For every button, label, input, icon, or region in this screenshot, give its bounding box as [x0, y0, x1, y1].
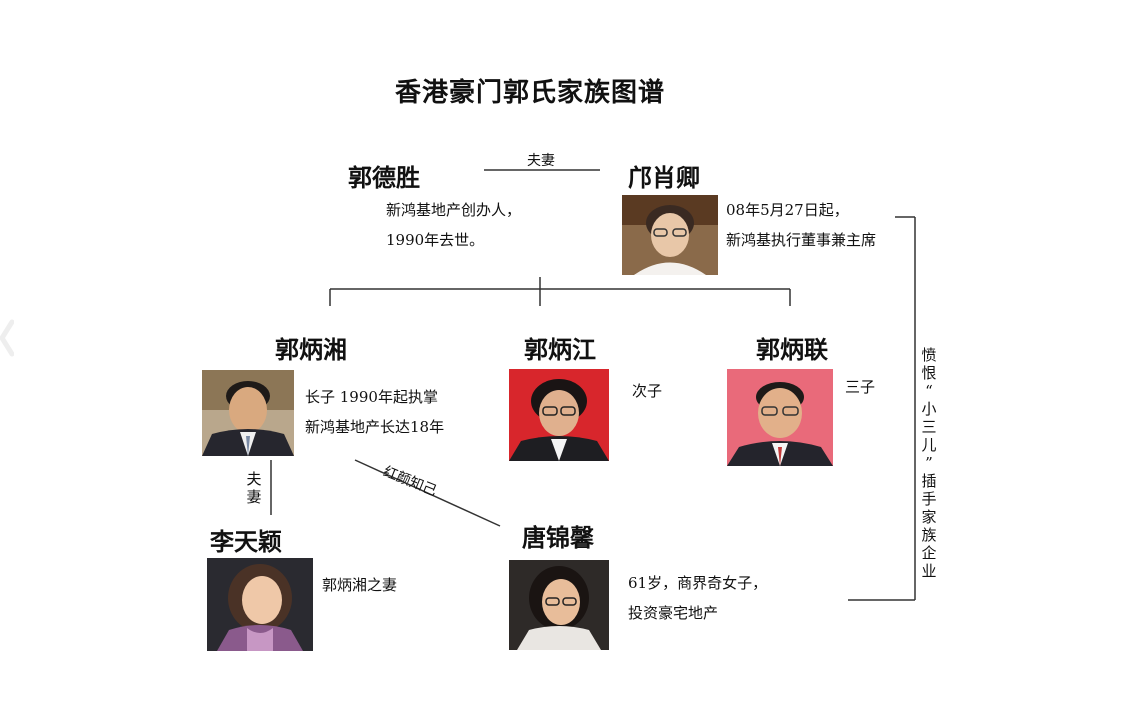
person-name-guo-binglian: 郭炳联: [756, 336, 828, 364]
person-desc-kuang-xiaoqing: 08年5月27日起， 新鸿基执行董事兼主席: [726, 201, 877, 249]
photo-kuang-xiaoqing: [622, 195, 718, 275]
person-desc-li-tianying: 郭炳湘之妻: [322, 576, 398, 594]
diagram-title: 香港豪门郭氏家族图谱: [395, 78, 666, 108]
confidante-line: [354, 459, 501, 527]
side-note-vertical: 愤 恨 “ 小 三 儿 ” 插 手 家 族 企 业: [921, 346, 937, 580]
person-name-guo-bingjiang: 郭炳江: [524, 336, 596, 364]
person-name-tang-jinxin: 唐锦馨: [522, 524, 594, 552]
person-desc-guo-binglian: 三子: [845, 378, 876, 396]
photo-guo-binglian: [727, 369, 833, 466]
person-name-li-tianying: 李天颖: [210, 528, 282, 556]
person-name-guo-bingxiang: 郭炳湘: [275, 336, 347, 364]
person-desc-tang-jinxin: 61岁，商界奇女子， 投资豪宅地产: [628, 574, 768, 622]
photo-guo-bingjiang: [509, 369, 609, 461]
son-spouse-label: 夫 妻: [246, 470, 262, 506]
chevron-left-icon[interactable]: [0, 318, 14, 358]
photo-guo-bingxiang: [202, 370, 294, 456]
parents-spouse-label: 夫妻: [527, 153, 555, 169]
person-desc-guo-desheng: 新鸿基地产创办人， 1990年去世。: [386, 201, 522, 249]
person-desc-guo-bingxiang: 长子 1990年起执掌 新鸿基地产长达18年: [305, 388, 445, 436]
person-desc-guo-bingjiang: 次子: [632, 382, 663, 400]
person-name-guo-desheng: 郭德胜: [348, 164, 420, 192]
person-name-kuang-xiaoqing: 邝肖卿: [628, 164, 700, 192]
photo-tang-jinxin: [509, 560, 609, 650]
photo-li-tianying: [207, 558, 313, 651]
